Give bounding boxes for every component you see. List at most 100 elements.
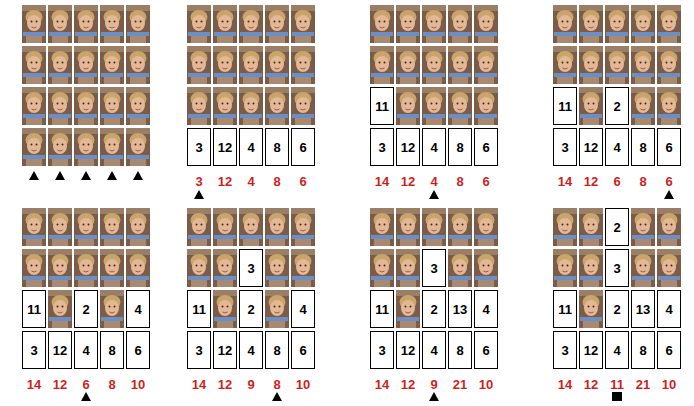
number-box: 8	[265, 331, 289, 369]
number-box: 11	[553, 87, 577, 125]
column-sum: 12	[45, 378, 75, 391]
box-number: 11	[192, 303, 206, 316]
box-number: 11	[27, 303, 41, 316]
box-number: 3	[195, 344, 202, 357]
box-number: 4	[665, 303, 672, 316]
box-number: 2	[430, 303, 437, 316]
number-box: 4	[474, 290, 498, 328]
number-box: 3	[370, 128, 394, 166]
number-box: 4	[126, 290, 150, 328]
number-box: 12	[213, 128, 237, 166]
box-number: 2	[82, 303, 89, 316]
triangle-marker	[429, 392, 439, 401]
box-number: 4	[247, 141, 254, 154]
column-sum: 3	[184, 175, 214, 188]
number-box: 8	[631, 331, 655, 369]
number-box: 3	[370, 331, 394, 369]
triangle-marker	[55, 171, 65, 180]
box-number: 8	[456, 344, 463, 357]
number-box: 3	[553, 128, 577, 166]
triangle-marker	[664, 190, 674, 199]
box-number: 13	[453, 303, 467, 316]
column-sum: 8	[445, 175, 475, 188]
column-sum: 10	[288, 378, 318, 391]
column-sum: 12	[576, 175, 606, 188]
number-box: 4	[422, 331, 446, 369]
photo-grid	[553, 208, 681, 369]
number-box: 3	[187, 128, 211, 166]
number-box: 3	[22, 331, 46, 369]
column-sum: 12	[393, 378, 423, 391]
column-sum: 9	[419, 378, 449, 391]
box-number: 6	[134, 344, 141, 357]
box-number: 12	[401, 344, 415, 357]
column-sum: 14	[184, 378, 214, 391]
number-box: 12	[48, 331, 72, 369]
triangle-marker	[194, 190, 204, 199]
number-box: 8	[448, 331, 472, 369]
box-number: 12	[53, 344, 67, 357]
triangle-marker	[272, 392, 282, 401]
number-box: 8	[631, 128, 655, 166]
column-sum: 21	[445, 378, 475, 391]
number-box: 11	[187, 290, 211, 328]
box-number: 8	[639, 344, 646, 357]
column-sum: 10	[654, 378, 684, 391]
column-sum: 8	[262, 175, 292, 188]
box-number: 6	[482, 141, 489, 154]
box-number: 3	[561, 344, 568, 357]
triangle-marker	[81, 392, 91, 401]
number-box: 11	[370, 290, 394, 328]
column-sum: 8	[97, 378, 127, 391]
number-box: 2	[605, 290, 629, 328]
box-number: 4	[134, 303, 141, 316]
box-number: 11	[558, 303, 572, 316]
number-box: 3	[422, 249, 446, 287]
box-number: 4	[299, 303, 306, 316]
column-sum: 8	[262, 378, 292, 391]
number-box: 13	[448, 290, 472, 328]
box-number: 2	[247, 303, 254, 316]
box-number: 8	[273, 344, 280, 357]
box-number: 3	[30, 344, 37, 357]
box-number: 2	[613, 221, 620, 234]
box-number: 2	[613, 100, 620, 113]
box-number: 12	[584, 344, 598, 357]
box-number: 3	[561, 141, 568, 154]
column-sum: 8	[628, 175, 658, 188]
number-box: 3	[239, 249, 263, 287]
box-number: 3	[247, 262, 254, 275]
column-sum: 6	[602, 175, 632, 188]
box-number: 2	[613, 303, 620, 316]
box-number: 3	[378, 141, 385, 154]
number-box: 11	[553, 290, 577, 328]
box-number: 4	[482, 303, 489, 316]
box-number: 8	[456, 141, 463, 154]
number-box: 2	[605, 208, 629, 246]
number-box: 3	[187, 331, 211, 369]
column-sum: 12	[210, 175, 240, 188]
photo-grid	[22, 5, 150, 166]
number-box: 2	[74, 290, 98, 328]
photo-grid	[22, 208, 150, 369]
box-number: 12	[218, 141, 232, 154]
box-number: 11	[375, 100, 389, 113]
box-number: 3	[378, 344, 385, 357]
box-number: 4	[613, 141, 620, 154]
column-sum: 10	[471, 378, 501, 391]
triangle-marker	[29, 171, 39, 180]
pointer-markers	[29, 171, 674, 401]
number-box: 4	[422, 128, 446, 166]
column-sum: 6	[71, 378, 101, 391]
box-number: 3	[430, 262, 437, 275]
photo-grid	[187, 208, 315, 369]
number-box: 4	[605, 128, 629, 166]
column-sum: 11	[602, 378, 632, 391]
column-sum: 14	[367, 175, 397, 188]
column-sum: 14	[19, 378, 49, 391]
box-number: 4	[247, 344, 254, 357]
number-box: 11	[22, 290, 46, 328]
number-box: 4	[74, 331, 98, 369]
box-number: 3	[613, 262, 620, 275]
number-box: 12	[213, 331, 237, 369]
